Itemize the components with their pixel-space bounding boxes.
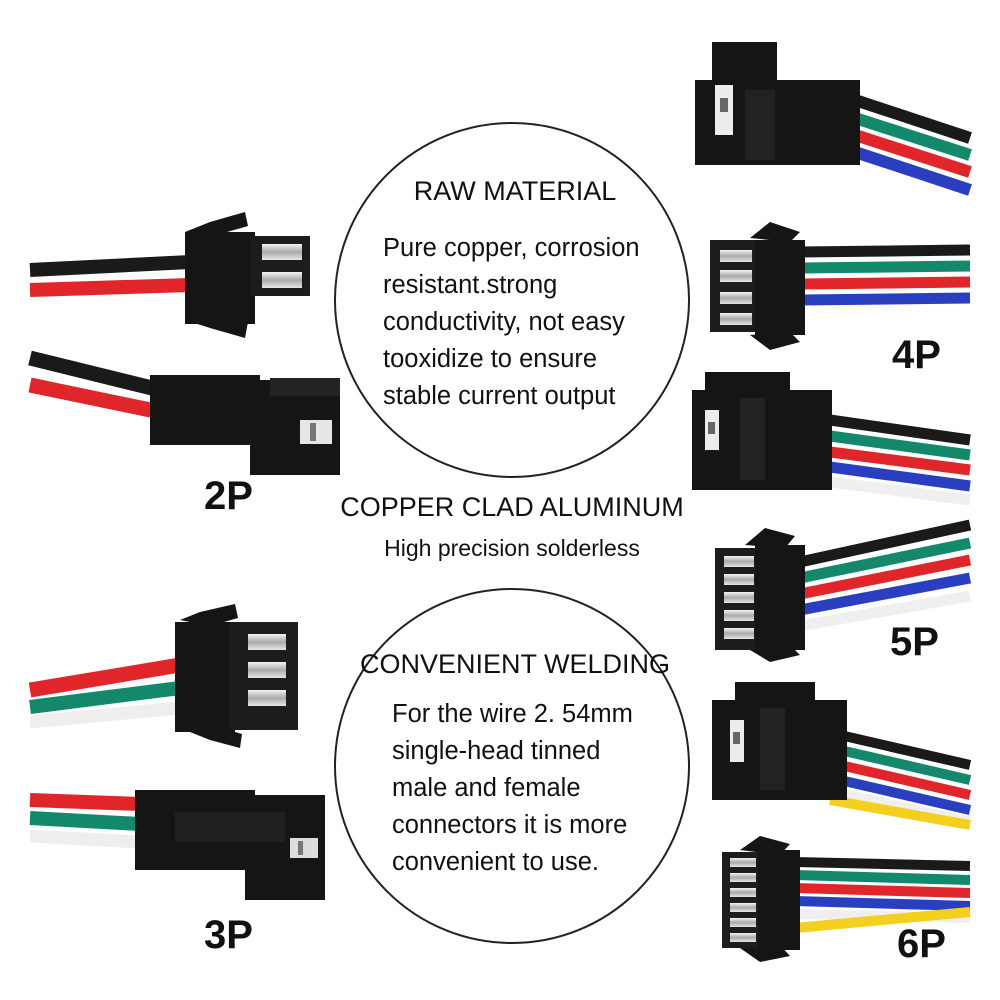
connector-2p-female [28,350,340,475]
copper-clad-title: COPPER CLAD ALUMINUM [340,492,684,522]
label-4p: 4P [892,333,941,377]
convenient-welding-description: For the wire 2. 54mm single-head tinned … [392,700,633,876]
connector-2p-male [29,212,310,338]
connector-5p-female [692,372,971,506]
raw-material-description: Pure copper, corrosion resistant.strong … [383,234,640,410]
label-6p: 6P [897,922,946,966]
connector-4p-female [695,42,972,196]
connector-6p-female [712,682,972,830]
raw-material-circle [334,122,690,478]
connector-3p-female [29,790,325,900]
label-3p: 3P [204,913,253,957]
convenient-welding-circle [334,588,690,944]
connector-5p-male [715,519,972,662]
connector-4p-male [710,222,971,350]
copper-clad-subtitle: High precision solderless [384,535,640,561]
connector-3p-male [28,604,298,748]
raw-material-title: RAW MATERIAL [413,176,617,206]
label-2p: 2P [204,474,253,518]
convenient-welding-title: CONVENIENT WELDING [359,649,671,679]
label-5p: 5P [890,620,939,664]
connector-6p-male [722,836,971,962]
